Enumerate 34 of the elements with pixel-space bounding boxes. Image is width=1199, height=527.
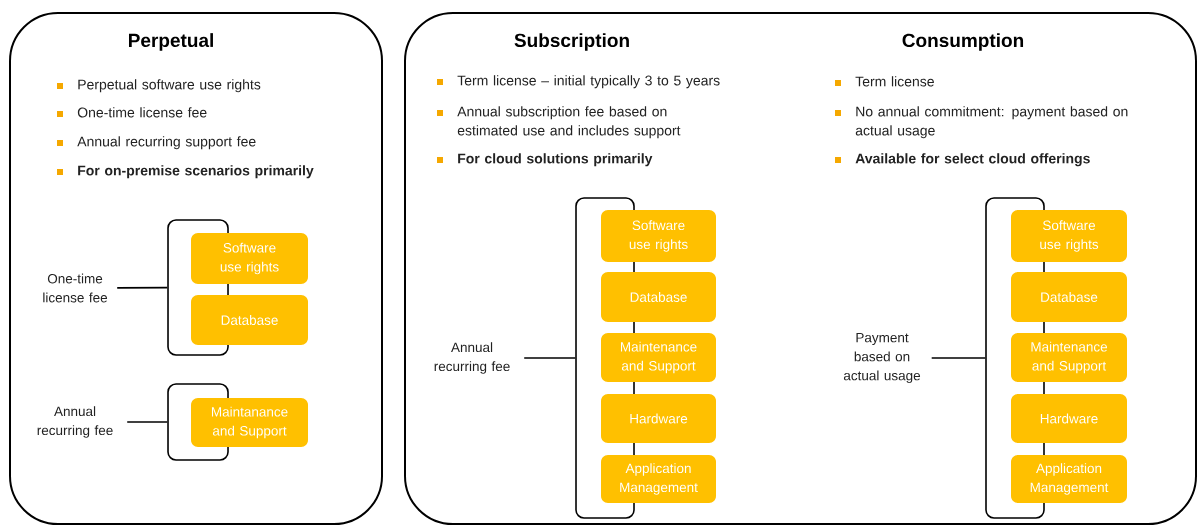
- component-box: Database: [601, 272, 716, 322]
- bullet-text: Available for select cloud offerings: [855, 153, 1090, 167]
- component-box: Maintenance and Support: [601, 333, 716, 382]
- bullet-text: Term license: [855, 76, 934, 87]
- component-box: Software use rights: [1011, 210, 1127, 262]
- leader-line: [523, 357, 576, 359]
- leader-line: [116, 286, 168, 289]
- bullet-text: Annual subscription fee based on estimated use and includes support: [457, 106, 681, 139]
- component-box: Database: [1011, 272, 1127, 322]
- panel-heading: Consumption: [902, 33, 1024, 51]
- panel-heading: Subscription: [514, 33, 629, 51]
- fee-label: Annual recurring fee: [37, 406, 113, 438]
- component-box: Maintanance and Support: [191, 398, 308, 447]
- panel-heading: Perpetual: [129, 33, 213, 51]
- bullet-text: For on-premise scenarios primarily: [78, 165, 314, 179]
- component-box: Hardware: [601, 394, 716, 443]
- bullet-text: One-time license fee: [77, 107, 207, 118]
- component-box: Software use rights: [191, 233, 308, 284]
- bullet-text: No annual commitment: payment based on actual usage: [855, 106, 1128, 139]
- fee-label: Payment based on actual usage: [843, 332, 921, 384]
- fee-label: One-time license fee: [43, 273, 108, 303]
- bullet-text: Term license – initial typically 3 to 5 years: [457, 75, 720, 89]
- component-box: Application Management: [601, 455, 716, 503]
- fee-label: Annual recurring fee: [434, 342, 510, 374]
- component-box: Hardware: [1011, 394, 1127, 443]
- component-box: Application Management: [1011, 455, 1127, 503]
- component-box: Maintenance and Support: [1011, 333, 1127, 382]
- bullet-text: For cloud solutions primarily: [458, 153, 653, 167]
- bullet-text: Annual recurring support fee: [77, 136, 256, 150]
- leader-line: [126, 421, 168, 423]
- component-box: Software use rights: [601, 210, 716, 262]
- component-box: Database: [191, 295, 308, 345]
- leader-line: [930, 357, 986, 359]
- bullet-text: Perpetual software use rights: [78, 79, 261, 93]
